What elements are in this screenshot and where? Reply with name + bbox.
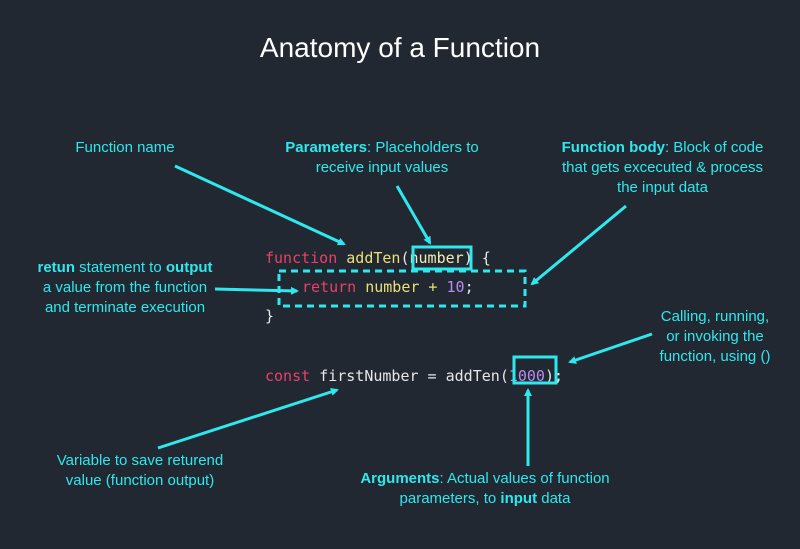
label-return-mid: statement to: [74, 259, 166, 276]
label-variable: Variable to save returend value (functio…: [30, 451, 250, 491]
arrow-calling: [568, 332, 653, 364]
label-calling-line2: or invoking the: [666, 328, 764, 345]
const-keyword: const: [265, 367, 311, 385]
label-body-text: : Block of code: [664, 139, 764, 156]
return-number: 10: [446, 278, 465, 296]
label-variable-line1: Variable to save returend: [56, 452, 224, 469]
function-keyword: function: [265, 249, 338, 267]
label-calling-line3: function, using (): [659, 348, 771, 365]
label-body-line2: that gets excecuted & process: [562, 159, 763, 176]
label-parameters-text: : Placeholders to: [367, 139, 479, 156]
diagram-title: Anatomy of a Function: [259, 32, 541, 63]
label-return-bold2: output: [165, 259, 213, 276]
label-body-line3: the input data: [617, 179, 708, 196]
variable-name: firstNumber: [319, 367, 419, 385]
close-paren-brace: ) {: [463, 249, 491, 267]
arrow-return: [214, 286, 299, 295]
label-function-body: Function body: Block of code that gets e…: [540, 138, 785, 198]
arrow-variable: [157, 388, 339, 450]
semicolon: ;: [464, 278, 474, 296]
return-keyword: return: [302, 278, 357, 296]
label-arguments-line2: parameters, to: [399, 490, 501, 507]
parameter: number: [409, 249, 464, 267]
label-arguments-text: : Actual values of function: [439, 470, 610, 487]
function-name: addTen: [346, 249, 401, 267]
argument-box: [512, 355, 558, 385]
label-parameters-line2: receive input values: [315, 159, 449, 176]
code-line-function-declaration: function addTen(number) {: [265, 248, 491, 268]
label-arguments-bold: Arguments: [360, 470, 440, 487]
label-return-line2: a value from the function: [42, 279, 208, 296]
label-arguments-end: data: [537, 490, 571, 507]
call-close: );: [544, 367, 564, 385]
call-function-name: addTen: [445, 367, 500, 385]
code-line-closing-brace: }: [265, 307, 275, 325]
parameter-box: [411, 245, 473, 271]
arrow-function-body: [530, 204, 627, 286]
label-return-bold1: retun: [37, 259, 75, 276]
label-parameters-bold: Parameters: [285, 139, 367, 156]
label-arguments-bold2: input: [500, 490, 538, 507]
assign-operator: =: [418, 367, 446, 385]
label-arguments: Arguments: Actual values of function par…: [325, 469, 645, 509]
label-variable-line2: value (function output): [65, 472, 215, 489]
label-parameters: Parameters: Placeholders to receive inpu…: [262, 138, 502, 178]
label-calling-line1: Calling, running,: [660, 308, 770, 325]
return-expression: number +: [365, 278, 447, 296]
function-body-box: [277, 269, 527, 308]
open-paren: (: [400, 249, 410, 267]
call-open-paren: (: [499, 367, 509, 385]
arrow-function-name: [174, 164, 346, 246]
label-return-statement: retun statement to output a value from t…: [5, 258, 245, 318]
argument-value: 1000: [508, 367, 545, 385]
label-function-name: Function name: [75, 139, 175, 156]
code-line-call: const firstNumber = addTen(1000);: [265, 366, 563, 386]
label-return-line3: and terminate execution: [44, 299, 206, 316]
arrow-parameters: [395, 185, 432, 245]
label-calling: Calling, running, or invoking the functi…: [640, 307, 790, 367]
code-line-return: return number + 10;: [302, 277, 474, 297]
label-body-bold: Function body: [561, 139, 665, 156]
